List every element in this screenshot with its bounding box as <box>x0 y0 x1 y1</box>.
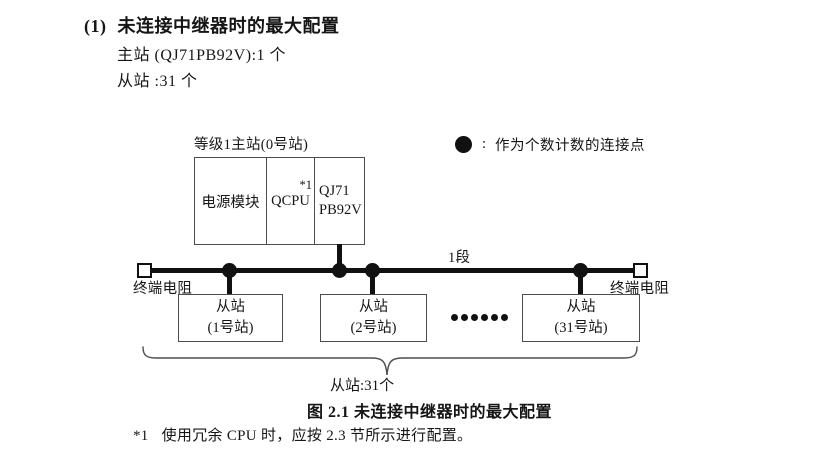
terminator-label-right: 终端电阻 <box>610 281 670 297</box>
segment-label: 1段 <box>448 250 471 266</box>
slave-station-count: 从站 :31 个 <box>117 73 198 90</box>
slave-station-number: (31号站) <box>554 320 608 336</box>
qcpu-label: QCPU <box>271 192 310 209</box>
section-title: 未连接中继器时的最大配置 <box>117 16 340 36</box>
ellipsis-dot-icon <box>501 314 508 321</box>
slave-name: 从站 <box>359 298 388 315</box>
pb92v-line2: PB92V <box>319 202 362 218</box>
connection-point-dot <box>365 263 380 278</box>
terminator-square-right-icon <box>633 263 648 278</box>
footnote: *1 使用冗余 CPU 时，应按 2.3 节所示进行配置。 <box>133 424 472 445</box>
ellipsis-dot-icon <box>461 314 468 321</box>
legend-text: 作为个数计数的连接点 <box>495 138 646 154</box>
slave-name: 从站 <box>566 298 596 315</box>
connection-point-dot <box>222 263 237 278</box>
master-station-count: 主站 (QJ71PB92V):1 个 <box>117 47 287 64</box>
slave1-drop-line <box>227 270 232 295</box>
footnote-marker: *1 <box>133 428 149 444</box>
ellipsis-dot-icon <box>481 314 488 321</box>
ellipsis-dot-icon <box>451 314 458 321</box>
master-drop-line <box>337 244 342 270</box>
pb92v-cell: QJ71 PB92V <box>315 158 364 244</box>
slave-name: 从站 <box>216 298 245 315</box>
ellipsis-dot-icon <box>471 314 478 321</box>
master-station-box: 电源模块 QCPU *1 QJ71 PB92V <box>194 157 365 245</box>
slave-box-1: 从站 (1号站) <box>178 294 283 342</box>
master-station-label: 等级1主站(0号站) <box>194 137 309 153</box>
ellipsis-dots <box>451 314 508 321</box>
connection-point-dot-icon <box>455 136 472 153</box>
footnote-reference: *1 <box>299 178 313 192</box>
legend: : 作为个数计数的连接点 <box>455 134 645 155</box>
section-heading: (1) 未连接中继器时的最大配置 <box>84 12 340 38</box>
qcpu-cell: QCPU *1 <box>267 158 315 244</box>
legend-separator: : <box>482 136 487 152</box>
power-module-cell: 电源模块 <box>195 158 267 244</box>
terminator-square-left-icon <box>137 263 152 278</box>
slave31-drop-line <box>578 270 583 295</box>
pb92v-line1: QJ71 <box>319 183 350 200</box>
slave-station-number: (1号站) <box>207 320 254 336</box>
figure-caption: 图 2.1 未连接中继器时的最大配置 <box>307 404 553 421</box>
slave-box-2: 从站 (2号站) <box>320 294 427 342</box>
terminator-label-left: 终端电阻 <box>133 281 193 297</box>
bus-line <box>144 268 641 273</box>
connection-point-dot <box>573 263 588 278</box>
brace-label: 从站:31个 <box>330 378 395 394</box>
ellipsis-dot-icon <box>491 314 498 321</box>
connection-point-dot <box>332 263 347 278</box>
section-number: (1) <box>84 16 107 36</box>
slave-count-brace <box>142 346 638 376</box>
footnote-text: 使用冗余 CPU 时，应按 2.3 节所示进行配置。 <box>161 428 473 444</box>
slave-station-number: (2号站) <box>350 320 397 336</box>
slave2-drop-line <box>370 270 375 295</box>
slave-box-31: 从站 (31号站) <box>522 294 640 342</box>
